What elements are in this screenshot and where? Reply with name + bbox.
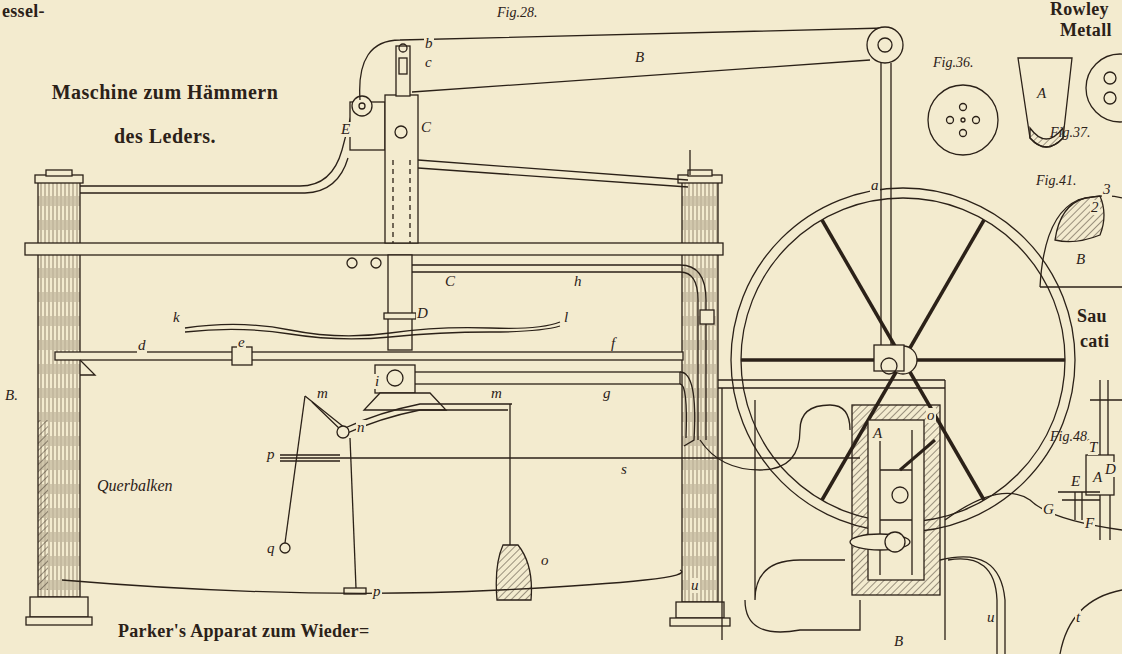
part-letter: A <box>872 426 883 441</box>
part-letter: E <box>340 122 351 137</box>
part-letter: n <box>356 420 366 435</box>
part-letter: e <box>237 335 246 350</box>
part-letter: A <box>1092 470 1103 485</box>
part-letter: d <box>137 338 147 353</box>
part-letter: m <box>316 386 329 401</box>
part-letter: c <box>424 55 433 70</box>
part-letter: 2 <box>1090 200 1100 215</box>
part-letter: t <box>1075 610 1081 625</box>
figure-number: Fig.48. <box>1050 430 1090 444</box>
part-letter: B <box>634 50 645 65</box>
part-letter: g <box>602 386 612 401</box>
part-letter: A <box>1036 86 1047 101</box>
part-letter: m <box>490 386 503 401</box>
part-letter: C <box>444 274 456 289</box>
part-letter: q <box>266 541 276 556</box>
part-letter: F <box>1084 516 1095 531</box>
figure-number: Fig.41. <box>1036 174 1076 188</box>
part-letter: f <box>610 336 616 351</box>
part-letter: a <box>870 178 880 193</box>
part-letter: k <box>172 310 181 325</box>
part-letter: l <box>563 310 569 325</box>
part-letter: 3 <box>1102 182 1112 197</box>
part-letter: o <box>926 408 936 423</box>
part-letter: u <box>986 610 996 625</box>
part-letter: G <box>1042 502 1055 517</box>
part-letter: B <box>1075 252 1086 267</box>
part-letter: T <box>1088 440 1098 455</box>
heading-text: Sau <box>1077 307 1107 325</box>
part-name: Querbalken <box>97 478 173 494</box>
heading-text: Rowley <box>1050 0 1109 18</box>
figure-number: Fig.28. <box>497 6 537 20</box>
part-letter: h <box>573 274 583 289</box>
part-letter: E <box>1070 474 1081 489</box>
drawing-title: Maschine zum Hämmern des Leders. <box>45 70 285 158</box>
heading-text: Parker's Apparat zum Wieder= <box>118 622 369 640</box>
part-letter: D <box>1104 462 1117 477</box>
part-letter: B. <box>4 388 19 403</box>
part-letter: o <box>540 553 550 568</box>
part-letter: u <box>690 578 700 593</box>
part-letter: i <box>374 374 380 389</box>
part-letter: p <box>372 584 382 599</box>
part-letter: b <box>424 36 434 51</box>
figure-number: Fig.36. <box>933 56 973 70</box>
figure-number: Fig.37. <box>1050 126 1090 140</box>
part-letter: p <box>266 447 276 462</box>
heading-text: essel- <box>2 2 45 20</box>
part-letter: D <box>416 306 429 321</box>
heading-text: cati <box>1080 332 1109 350</box>
heading-text: Metall <box>1060 21 1112 39</box>
part-letter: B <box>893 634 904 649</box>
part-letter: s <box>620 462 628 477</box>
part-letter: C <box>420 120 432 135</box>
